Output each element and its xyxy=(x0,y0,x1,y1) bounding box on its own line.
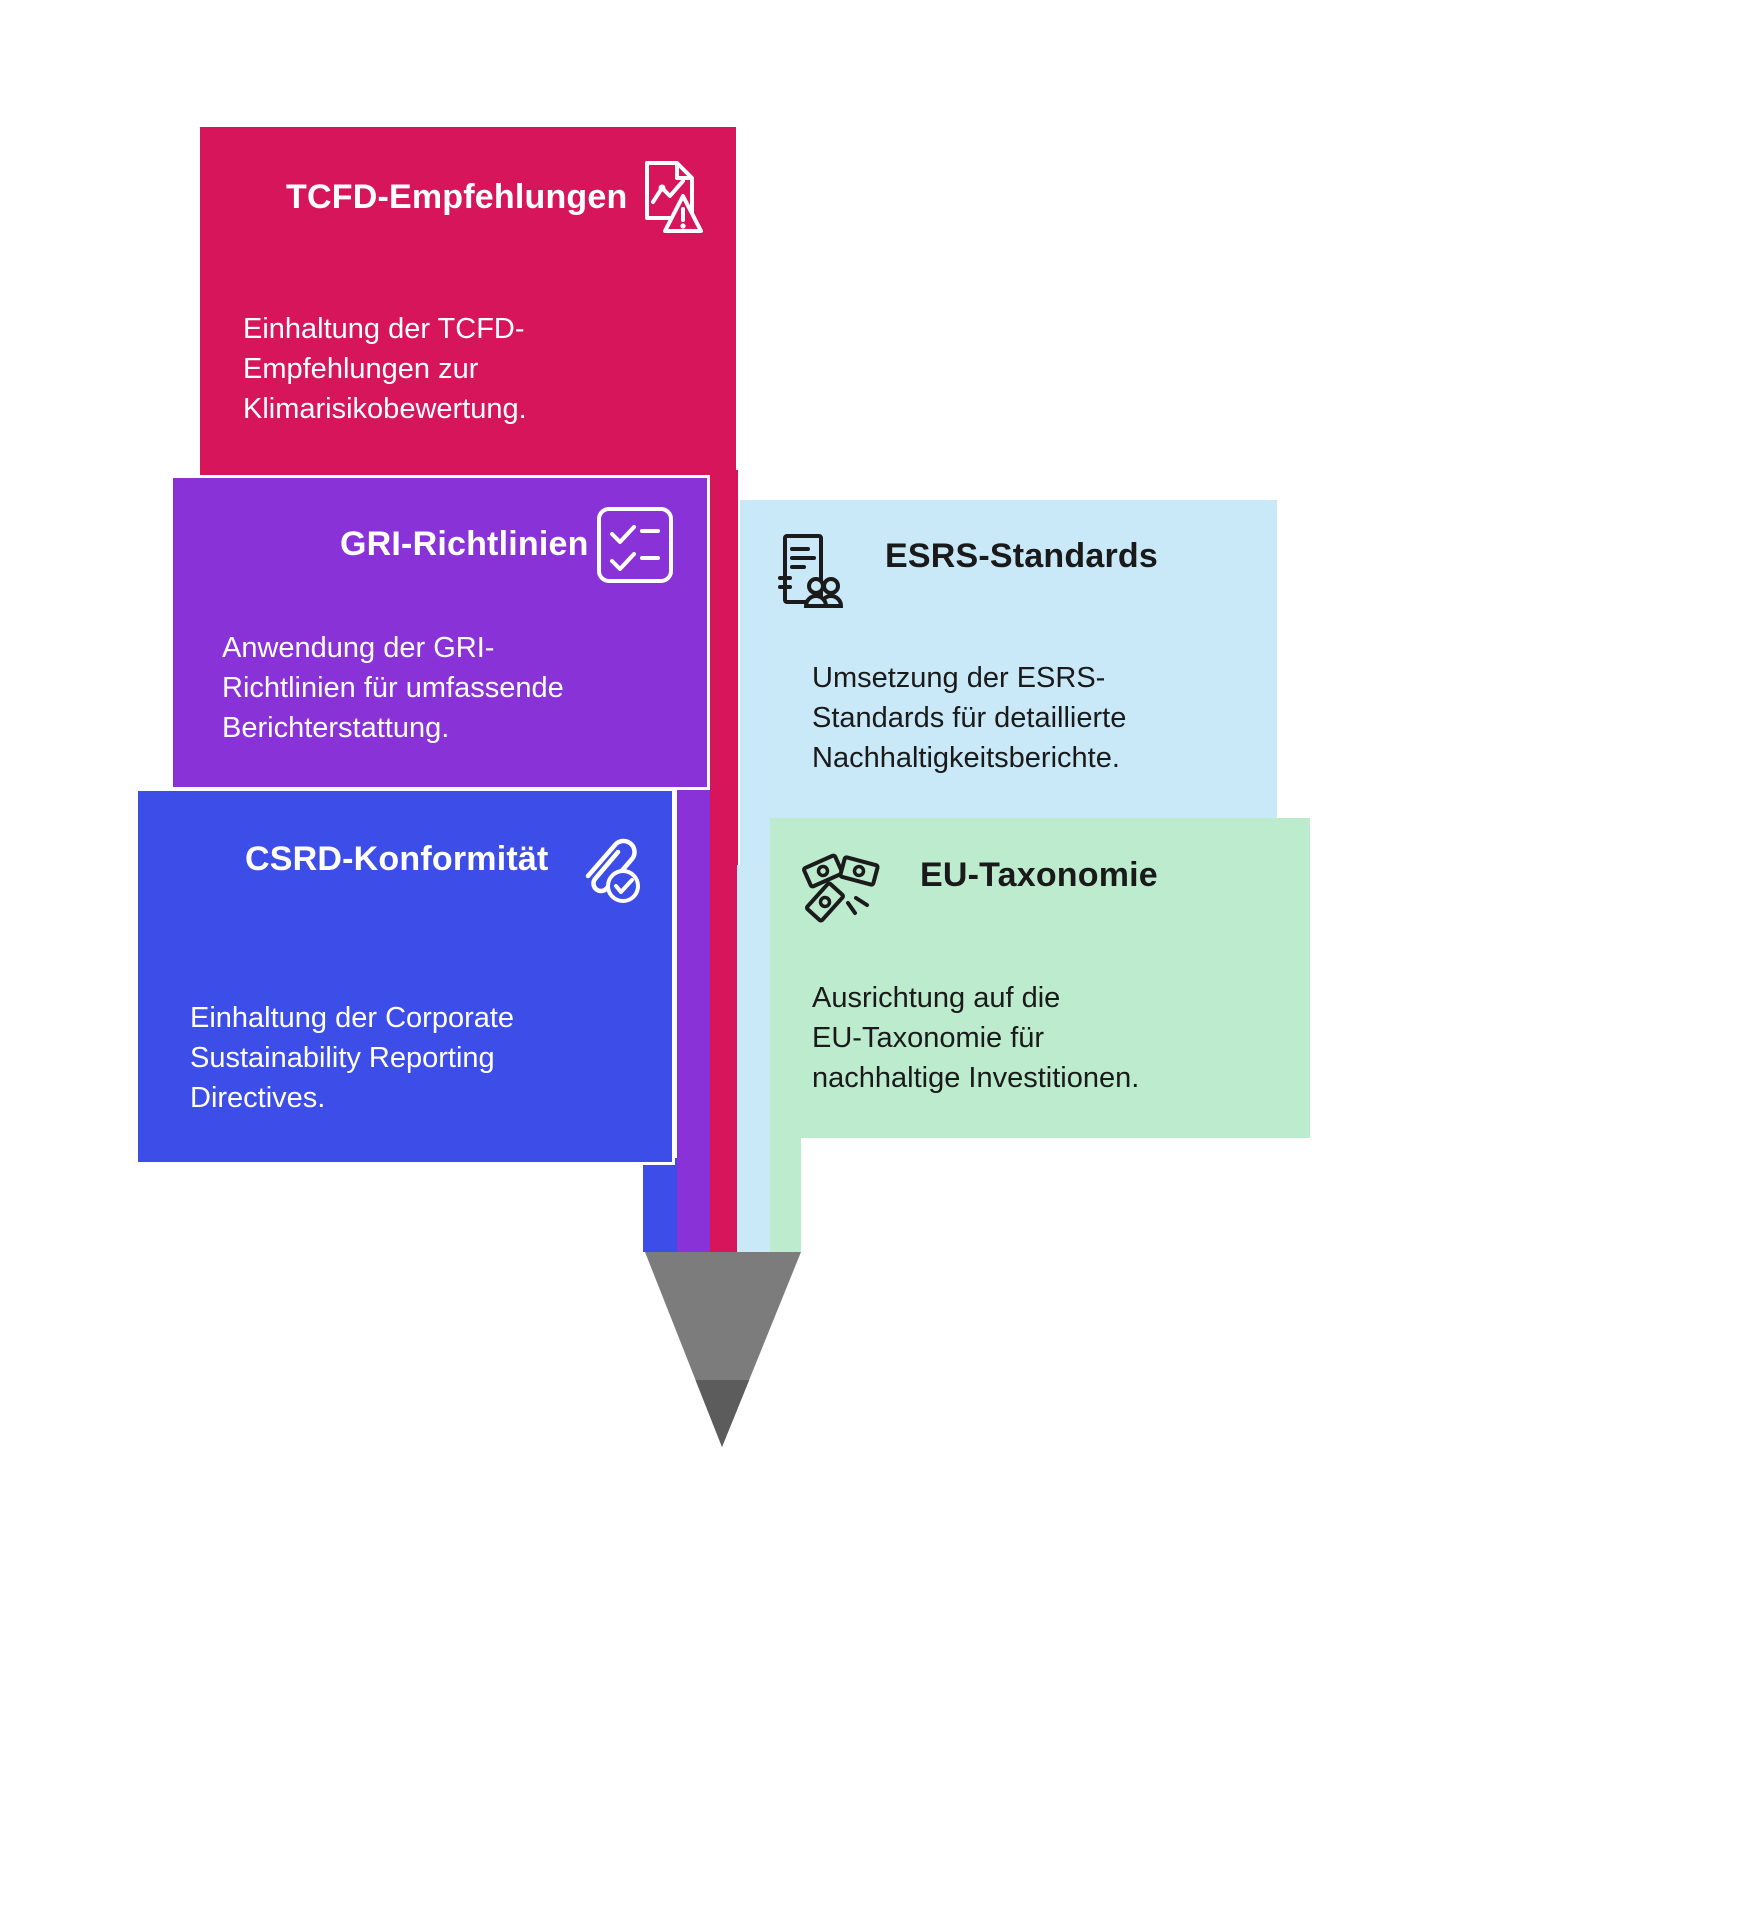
card-tcfd-title: TCFD-Empfehlungen xyxy=(286,178,628,216)
pencil-stripe-gri xyxy=(677,780,710,1252)
card-eu: EU-Taxonomie Ausrichtung auf die EU-Taxo… xyxy=(770,818,1310,1138)
card-esrs: ESRS-Standards Umsetzung der ESRS- Stand… xyxy=(740,500,1277,875)
card-esrs-title: ESRS-Standards xyxy=(885,537,1158,575)
checklist-icon xyxy=(597,507,673,583)
card-gri-body: Anwendung der GRI- Richtlinien für umfas… xyxy=(222,632,564,744)
card-eu-body: Ausrichtung auf die EU-Taxonomie für nac… xyxy=(812,982,1140,1094)
pencil-cone-shape xyxy=(645,1252,801,1447)
banknotes-icon xyxy=(802,853,880,923)
card-csrd: CSRD-Konformität Einhaltung der Corporat… xyxy=(135,788,675,1165)
pencil-stripe-esrs xyxy=(737,865,770,1252)
pencil-lead-shape xyxy=(695,1380,750,1447)
pencil-stripe-csrd xyxy=(643,1158,677,1252)
document-people-icon xyxy=(778,534,844,608)
card-tcfd-body: Einhaltung der TCFD- Empfehlungen zur Kl… xyxy=(243,313,527,425)
card-eu-title: EU-Taxonomie xyxy=(920,856,1158,894)
card-tcfd: TCFD-Empfehlungen Einhaltung der TCFD- E… xyxy=(200,127,736,480)
report-chart-warning-icon xyxy=(645,161,703,233)
card-csrd-body: Einhaltung der Corporate Sustainability … xyxy=(190,1002,515,1114)
card-gri-title: GRI-Richtlinien xyxy=(340,525,589,563)
pencil-tip xyxy=(645,1252,801,1447)
card-gri: GRI-Richtlinien Anwendung der GRI- Richt… xyxy=(170,475,710,790)
card-csrd-title: CSRD-Konformität xyxy=(245,840,549,878)
paperclip-check-icon xyxy=(585,838,640,903)
pencil-stripe-tcfd xyxy=(710,470,738,1252)
pencil-stripe-eu xyxy=(770,1132,801,1252)
card-esrs-body: Umsetzung der ESRS- Standards für detail… xyxy=(812,662,1127,774)
